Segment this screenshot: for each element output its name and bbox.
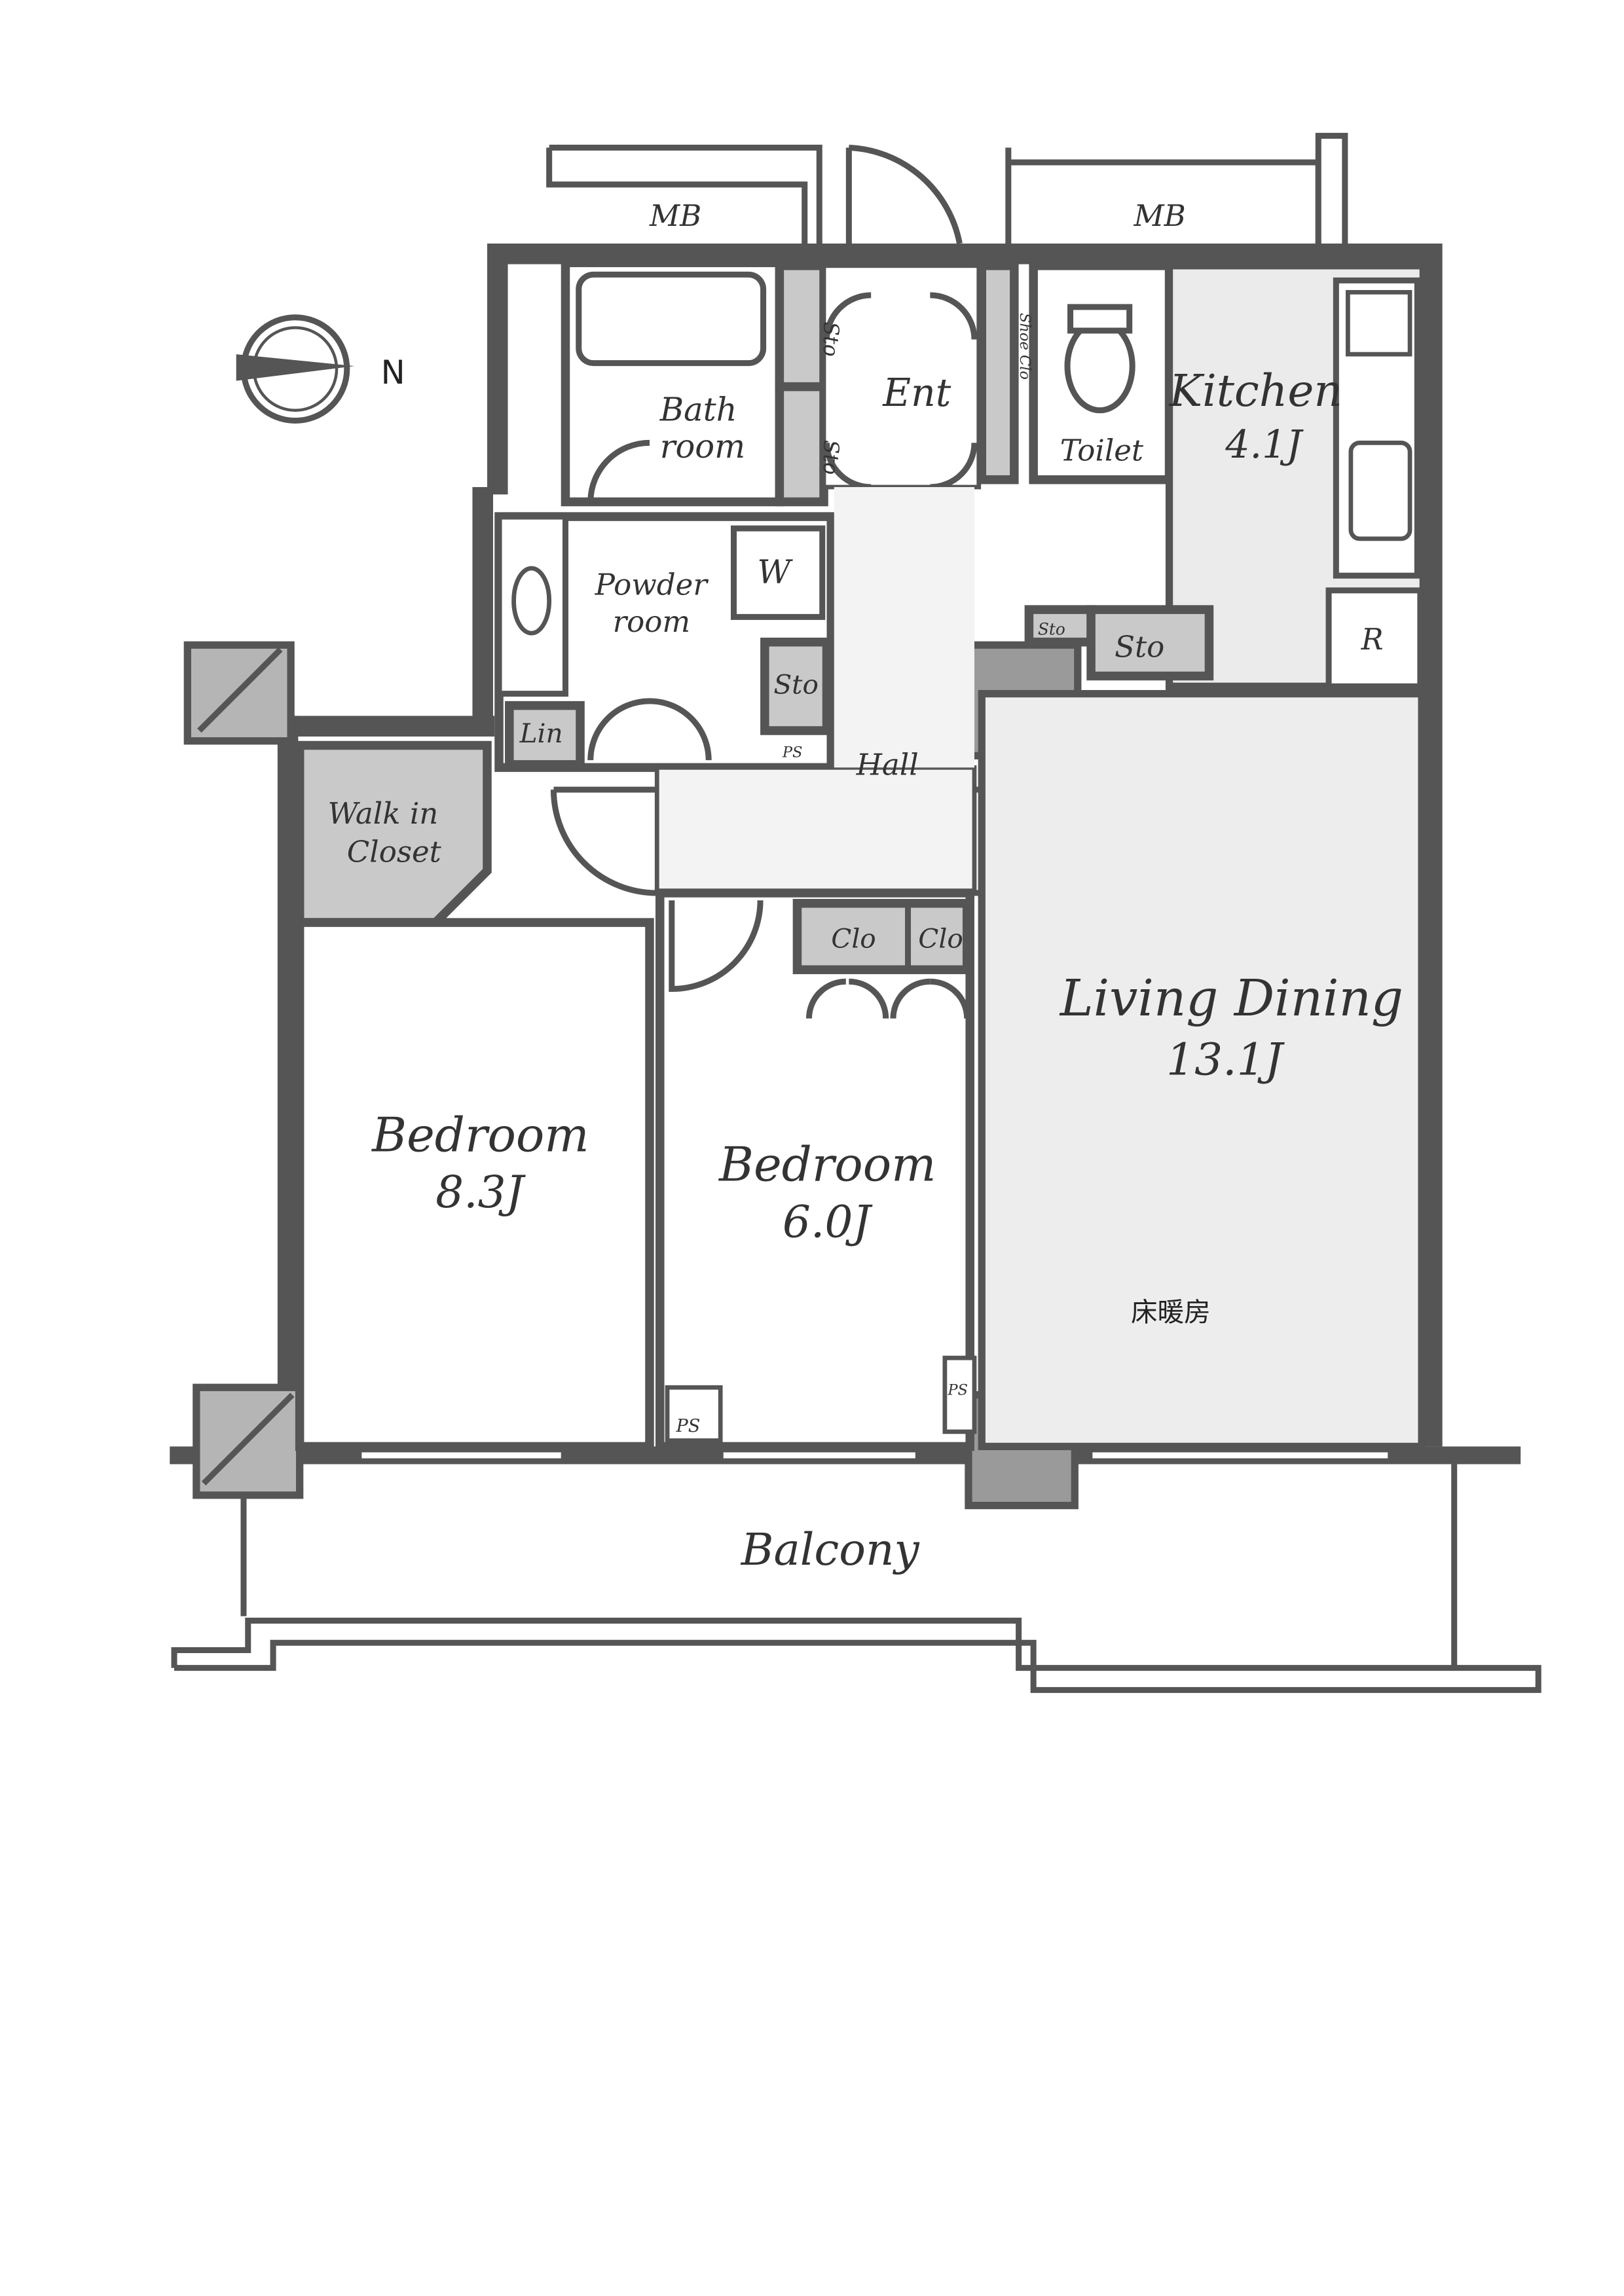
label-walk-in-line1: Walk in: [327, 796, 438, 831]
label-bedroom-1: Bedroom: [371, 1108, 589, 1163]
label-mb-right: MB: [1133, 198, 1185, 233]
north-label: N: [381, 354, 405, 392]
label-floor-heating: 床暖房: [1131, 1296, 1211, 1328]
label-powder-line1: Powder: [595, 568, 709, 602]
bedroom-2: [655, 888, 974, 1451]
label-bedroom-2: Bedroom: [718, 1138, 936, 1193]
label-refrigerator: R: [1361, 622, 1384, 657]
label-sto-a: Sto: [819, 321, 842, 356]
label-balcony: Balcony: [740, 1523, 920, 1575]
label-powder-line2: room: [613, 604, 691, 639]
label-sto-c: Sto: [773, 669, 819, 701]
label-shoe-clo: Shoe Clo: [1016, 313, 1033, 380]
compass-icon: [236, 314, 355, 424]
bathroom: [561, 258, 784, 507]
label-ps-hall: PS: [782, 744, 803, 761]
shoe-closet: [977, 261, 1019, 484]
linen-closet: [505, 701, 585, 769]
storage-small: [1024, 605, 1096, 647]
hall: [550, 486, 1081, 896]
label-sto-d: Sto: [1115, 629, 1164, 664]
label-ent: Ent: [882, 371, 951, 415]
label-hall: Hall: [856, 748, 919, 782]
storage-a: [775, 261, 828, 392]
balcony: [171, 1464, 1541, 1693]
label-bedroom-2-size: 6.0J: [783, 1195, 874, 1247]
toilet: [1029, 261, 1174, 484]
label-bath-line2: room: [660, 428, 745, 465]
label-lin: Lin: [519, 718, 563, 749]
living-dining: [942, 689, 1426, 1451]
label-clo-b: Clo: [918, 922, 963, 954]
label-clo-a: Clo: [831, 922, 876, 954]
label-washer: W: [758, 553, 794, 591]
label-toilet: Toilet: [1060, 433, 1144, 467]
label-kitchen: Kitchen: [1168, 365, 1342, 416]
label-sto-b: Sto: [819, 440, 842, 475]
entrance: [821, 144, 982, 490]
storage-c: [760, 637, 832, 735]
column-top-left: [183, 641, 295, 745]
label-mb-left: MB: [649, 198, 701, 233]
label-walk-in-line2: Closet: [347, 835, 442, 869]
label-kitchen-size: 4.1J: [1225, 422, 1304, 467]
label-living-dining: Living Dining: [1059, 970, 1403, 1028]
label-ps-ld: PS: [947, 1382, 968, 1399]
kitchen: [1165, 262, 1427, 690]
label-bedroom-1-size: 8.3J: [435, 1166, 526, 1218]
exterior-walls: [170, 132, 1521, 1465]
label-living-dining-size: 13.1J: [1166, 1033, 1285, 1085]
column-bottom-left: [193, 1383, 304, 1499]
storage-d: [1086, 605, 1214, 681]
label-ps-bed: PS: [676, 1416, 701, 1436]
bedroom-1: [295, 918, 654, 1451]
label-sto-small: Sto: [1038, 619, 1065, 638]
storage-b: [775, 382, 828, 507]
label-bath-line1: Bath: [659, 391, 737, 429]
